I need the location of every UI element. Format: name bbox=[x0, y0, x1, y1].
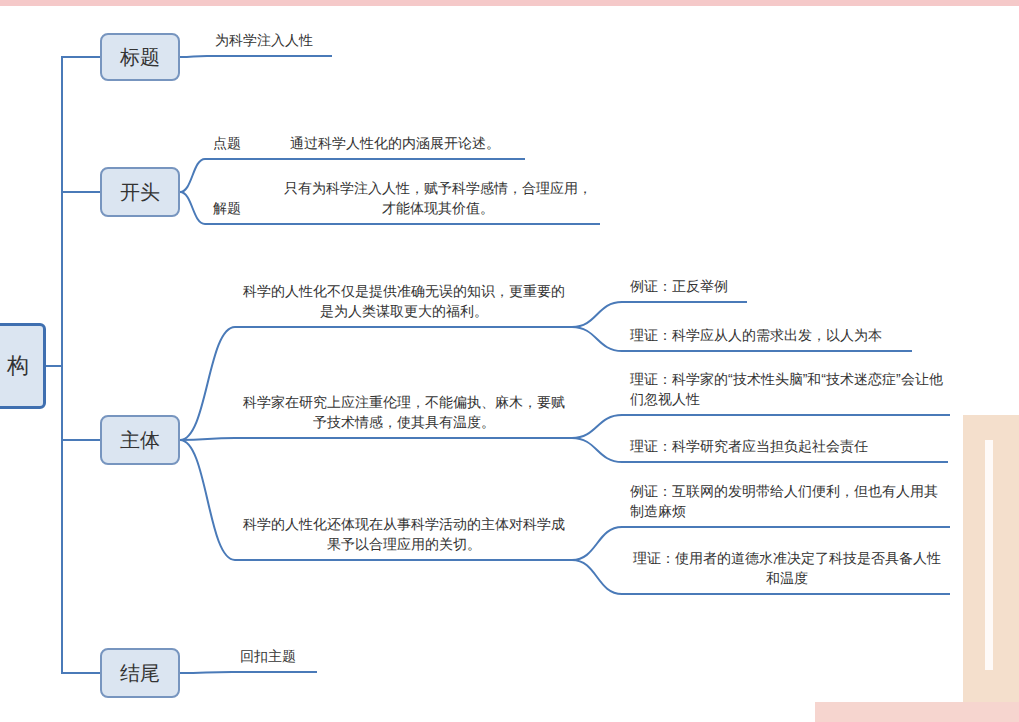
node-text: 结尾 bbox=[120, 660, 160, 687]
node-text: 为科学注入人性 bbox=[215, 31, 325, 50]
node-text: 理证：科学研究者应当担负起社会责任 bbox=[630, 437, 941, 456]
branch-leaf: 理证：使用者的道德水准决定了科技是否具备人性和温度 bbox=[622, 546, 950, 595]
branch-connector bbox=[572, 415, 622, 438]
node-text: 科学的人性化不仅是提供准确无误的知识，更重要的是为人类谋取更大的福利。 bbox=[243, 282, 565, 321]
node-text: 标题 bbox=[120, 44, 160, 71]
node-text: 回扣主题 bbox=[240, 647, 310, 666]
section-box: 主体 bbox=[100, 415, 180, 465]
branch-connector bbox=[180, 56, 207, 57]
node-text: 科学家在研究上应注重伦理，不能偏执、麻木，要赋予技术情感，使其具有温度。 bbox=[243, 393, 565, 432]
branch-leaf: 点题通过科学人性化的内涵展开论述。 bbox=[205, 131, 525, 160]
node-text: 理证：使用者的道德水准决定了科技是否具备人性和温度 bbox=[630, 549, 943, 588]
branch-leaf: 回扣主题 bbox=[232, 644, 317, 673]
branch-leaf: 科学的人性化还体现在从事科学活动的主体对科学成果予以合理应用的关切。 bbox=[235, 512, 572, 561]
photo-corner bbox=[963, 415, 1019, 722]
node-text: 例证：互联网的发明带给人们便利，但也有人用其制造麻烦 bbox=[630, 482, 943, 521]
top-band bbox=[0, 0, 1019, 6]
node-text: 主体 bbox=[120, 427, 160, 454]
node-text: 科学的人性化还体现在从事科学活动的主体对科学成果予以合理应用的关切。 bbox=[243, 515, 565, 554]
branch-connector bbox=[572, 560, 622, 594]
node-text: 构 bbox=[7, 351, 29, 381]
branch-connector bbox=[572, 302, 622, 327]
branch-connector bbox=[46, 57, 100, 366]
root-node: 构 bbox=[0, 323, 46, 409]
section-box: 标题 bbox=[100, 33, 180, 81]
branch-leaf: 解题只有为科学注入人性，赋予科学感情，合理应用，才能体现其价值。 bbox=[205, 176, 600, 225]
branch-leaf: 科学家在研究上应注重伦理，不能偏执、麻木，要赋予技术情感，使其具有温度。 bbox=[235, 390, 572, 439]
section-box: 结尾 bbox=[100, 648, 180, 698]
branch-connector bbox=[46, 366, 100, 673]
branch-leaf: 理证：科学研究者应当担负起社会责任 bbox=[622, 434, 948, 463]
branch-connector bbox=[180, 327, 235, 440]
branch-leaf: 理证：科学应从人的需求出发，以人为本 bbox=[622, 323, 912, 352]
node-text: 通过科学人性化的内涵展开论述。 bbox=[290, 134, 518, 153]
bottom-band bbox=[815, 702, 1019, 722]
branch-connector bbox=[572, 527, 622, 560]
branch-connector bbox=[46, 366, 100, 440]
node-text: 例证：正反举例 bbox=[630, 277, 740, 296]
node-text: 理证：科学应从人的需求出发，以人为本 bbox=[630, 326, 905, 345]
node-text: 开头 bbox=[120, 179, 160, 206]
branch-tag: 解题 bbox=[213, 199, 283, 218]
branch-leaf: 例证：正反举例 bbox=[622, 274, 747, 303]
node-text: 理证：科学家的“技术性头脑”和“技术迷恋症”会让他们忽视人性 bbox=[630, 370, 943, 409]
branch-connector bbox=[180, 438, 235, 440]
chair-leg bbox=[985, 440, 993, 670]
branch-leaf: 科学的人性化不仅是提供准确无误的知识，更重要的是为人类谋取更大的福利。 bbox=[235, 279, 572, 328]
branch-connector bbox=[180, 159, 205, 192]
branch-leaf: 理证：科学家的“技术性头脑”和“技术迷恋症”会让他们忽视人性 bbox=[622, 367, 950, 416]
branch-connector bbox=[46, 192, 100, 366]
branch-tag: 点题 bbox=[213, 134, 290, 153]
branch-leaf: 为科学注入人性 bbox=[207, 28, 332, 57]
branch-connector bbox=[180, 192, 205, 224]
branch-leaf: 例证：互联网的发明带给人们便利，但也有人用其制造麻烦 bbox=[622, 479, 950, 528]
branch-connector bbox=[180, 672, 232, 673]
branch-connector bbox=[572, 327, 622, 351]
branch-connector bbox=[180, 440, 235, 560]
section-box: 开头 bbox=[100, 167, 180, 217]
branch-connector bbox=[572, 438, 622, 462]
node-text: 只有为科学注入人性，赋予科学感情，合理应用，才能体现其价值。 bbox=[283, 179, 593, 218]
